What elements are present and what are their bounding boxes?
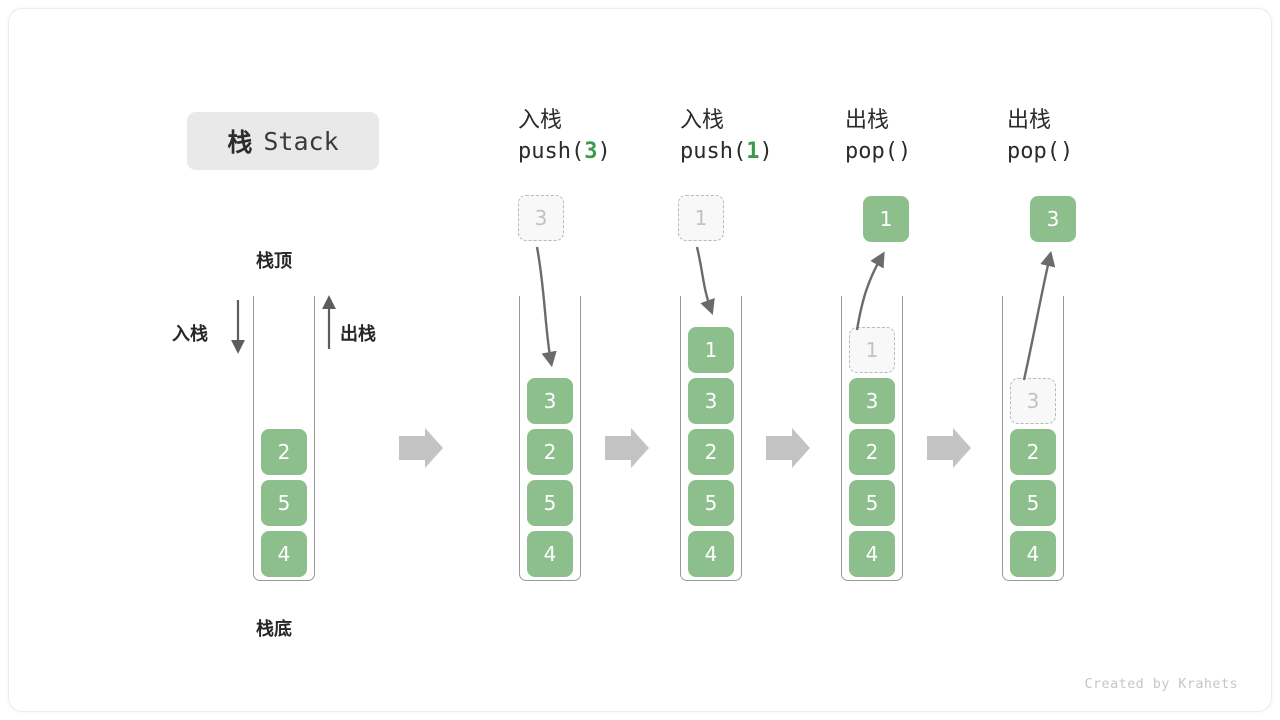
stack-column-push-1: 1 3 2 5 4	[680, 296, 742, 581]
code-pre: pop(	[1007, 139, 1060, 164]
stack-tube	[1002, 296, 1064, 581]
stack-column-push-3: 3 2 5 4	[519, 296, 581, 581]
float-box-pop-3: 3	[1030, 196, 1076, 242]
footer-credit: Created by Krahets	[1084, 676, 1238, 692]
header-code-pop-3: pop()	[1007, 136, 1177, 168]
title-badge: 栈 Stack	[187, 112, 379, 170]
stack-items-pop-1: 1 3 2 5 4	[841, 327, 903, 577]
column-header-push-3: 入栈 push(3)	[518, 106, 688, 168]
stack-box: 4	[849, 531, 895, 577]
code-post: )	[597, 139, 611, 164]
stack-items-pop-3: 3 2 5 4	[1002, 378, 1064, 577]
header-code-push-3: push(3)	[518, 136, 688, 168]
stack-box: 3	[688, 378, 734, 424]
code-post: )	[759, 139, 773, 164]
code-post: )	[1059, 139, 1074, 164]
stack-items-push-1: 1 3 2 5 4	[680, 327, 742, 577]
stack-tube	[841, 296, 903, 581]
stack-column-pop-3: 3 2 5 4	[1002, 296, 1064, 581]
label-stack-top: 栈顶	[256, 251, 292, 272]
column-header-pop-1: 出栈 pop()	[845, 106, 1015, 168]
stack-column-initial: 2 5 4	[253, 296, 315, 581]
stack-box: 4	[1010, 531, 1056, 577]
label-stack-bottom: 栈底	[256, 619, 292, 640]
stack-box: 5	[1010, 480, 1056, 526]
float-box-push-1: 1	[678, 195, 724, 241]
stack-tube	[519, 296, 581, 581]
stack-box: 5	[261, 480, 307, 526]
header-code-push-1: push(1)	[680, 136, 850, 168]
stack-items-initial: 2 5 4	[253, 429, 315, 577]
header-cn-pop-3: 出栈	[1007, 108, 1052, 133]
header-cn-push-1: 入栈	[680, 108, 725, 133]
code-arg: 1	[746, 139, 760, 164]
stack-box: 3	[527, 378, 573, 424]
stack-box: 2	[527, 429, 573, 475]
stack-tube	[253, 296, 315, 581]
stack-box: 4	[261, 531, 307, 577]
header-code-pop-1: pop()	[845, 136, 1015, 168]
label-pop-side: 出栈	[340, 324, 376, 345]
stack-box: 5	[849, 480, 895, 526]
stack-box: 5	[527, 480, 573, 526]
stack-box: 5	[688, 480, 734, 526]
code-post: )	[897, 139, 912, 164]
code-pre: pop(	[845, 139, 898, 164]
stack-box: 2	[261, 429, 307, 475]
code-pre: push(	[518, 139, 585, 164]
title-cn: 栈	[227, 128, 253, 157]
float-box-pop-1: 1	[863, 196, 909, 242]
header-cn-pop-1: 出栈	[845, 108, 890, 133]
stack-box: 4	[688, 531, 734, 577]
code-pre: push(	[680, 139, 747, 164]
float-box-push-3: 3	[518, 195, 564, 241]
stack-box: 3	[849, 378, 895, 424]
stack-tube	[680, 296, 742, 581]
header-cn-push-3: 入栈	[518, 108, 563, 133]
code-arg: 3	[584, 139, 598, 164]
title-en: Stack	[263, 126, 339, 156]
stack-box: 4	[527, 531, 573, 577]
label-push-side: 入栈	[172, 324, 208, 345]
stack-box: 3	[1010, 378, 1056, 424]
stack-box: 2	[1010, 429, 1056, 475]
stack-items-push-3: 3 2 5 4	[519, 378, 581, 577]
stack-column-pop-1: 1 3 2 5 4	[841, 296, 903, 581]
stack-box: 2	[688, 429, 734, 475]
stack-box: 1	[688, 327, 734, 373]
stack-box: 2	[849, 429, 895, 475]
stack-box: 1	[849, 327, 895, 373]
column-header-pop-3: 出栈 pop()	[1007, 106, 1177, 168]
column-header-push-1: 入栈 push(1)	[680, 106, 850, 168]
